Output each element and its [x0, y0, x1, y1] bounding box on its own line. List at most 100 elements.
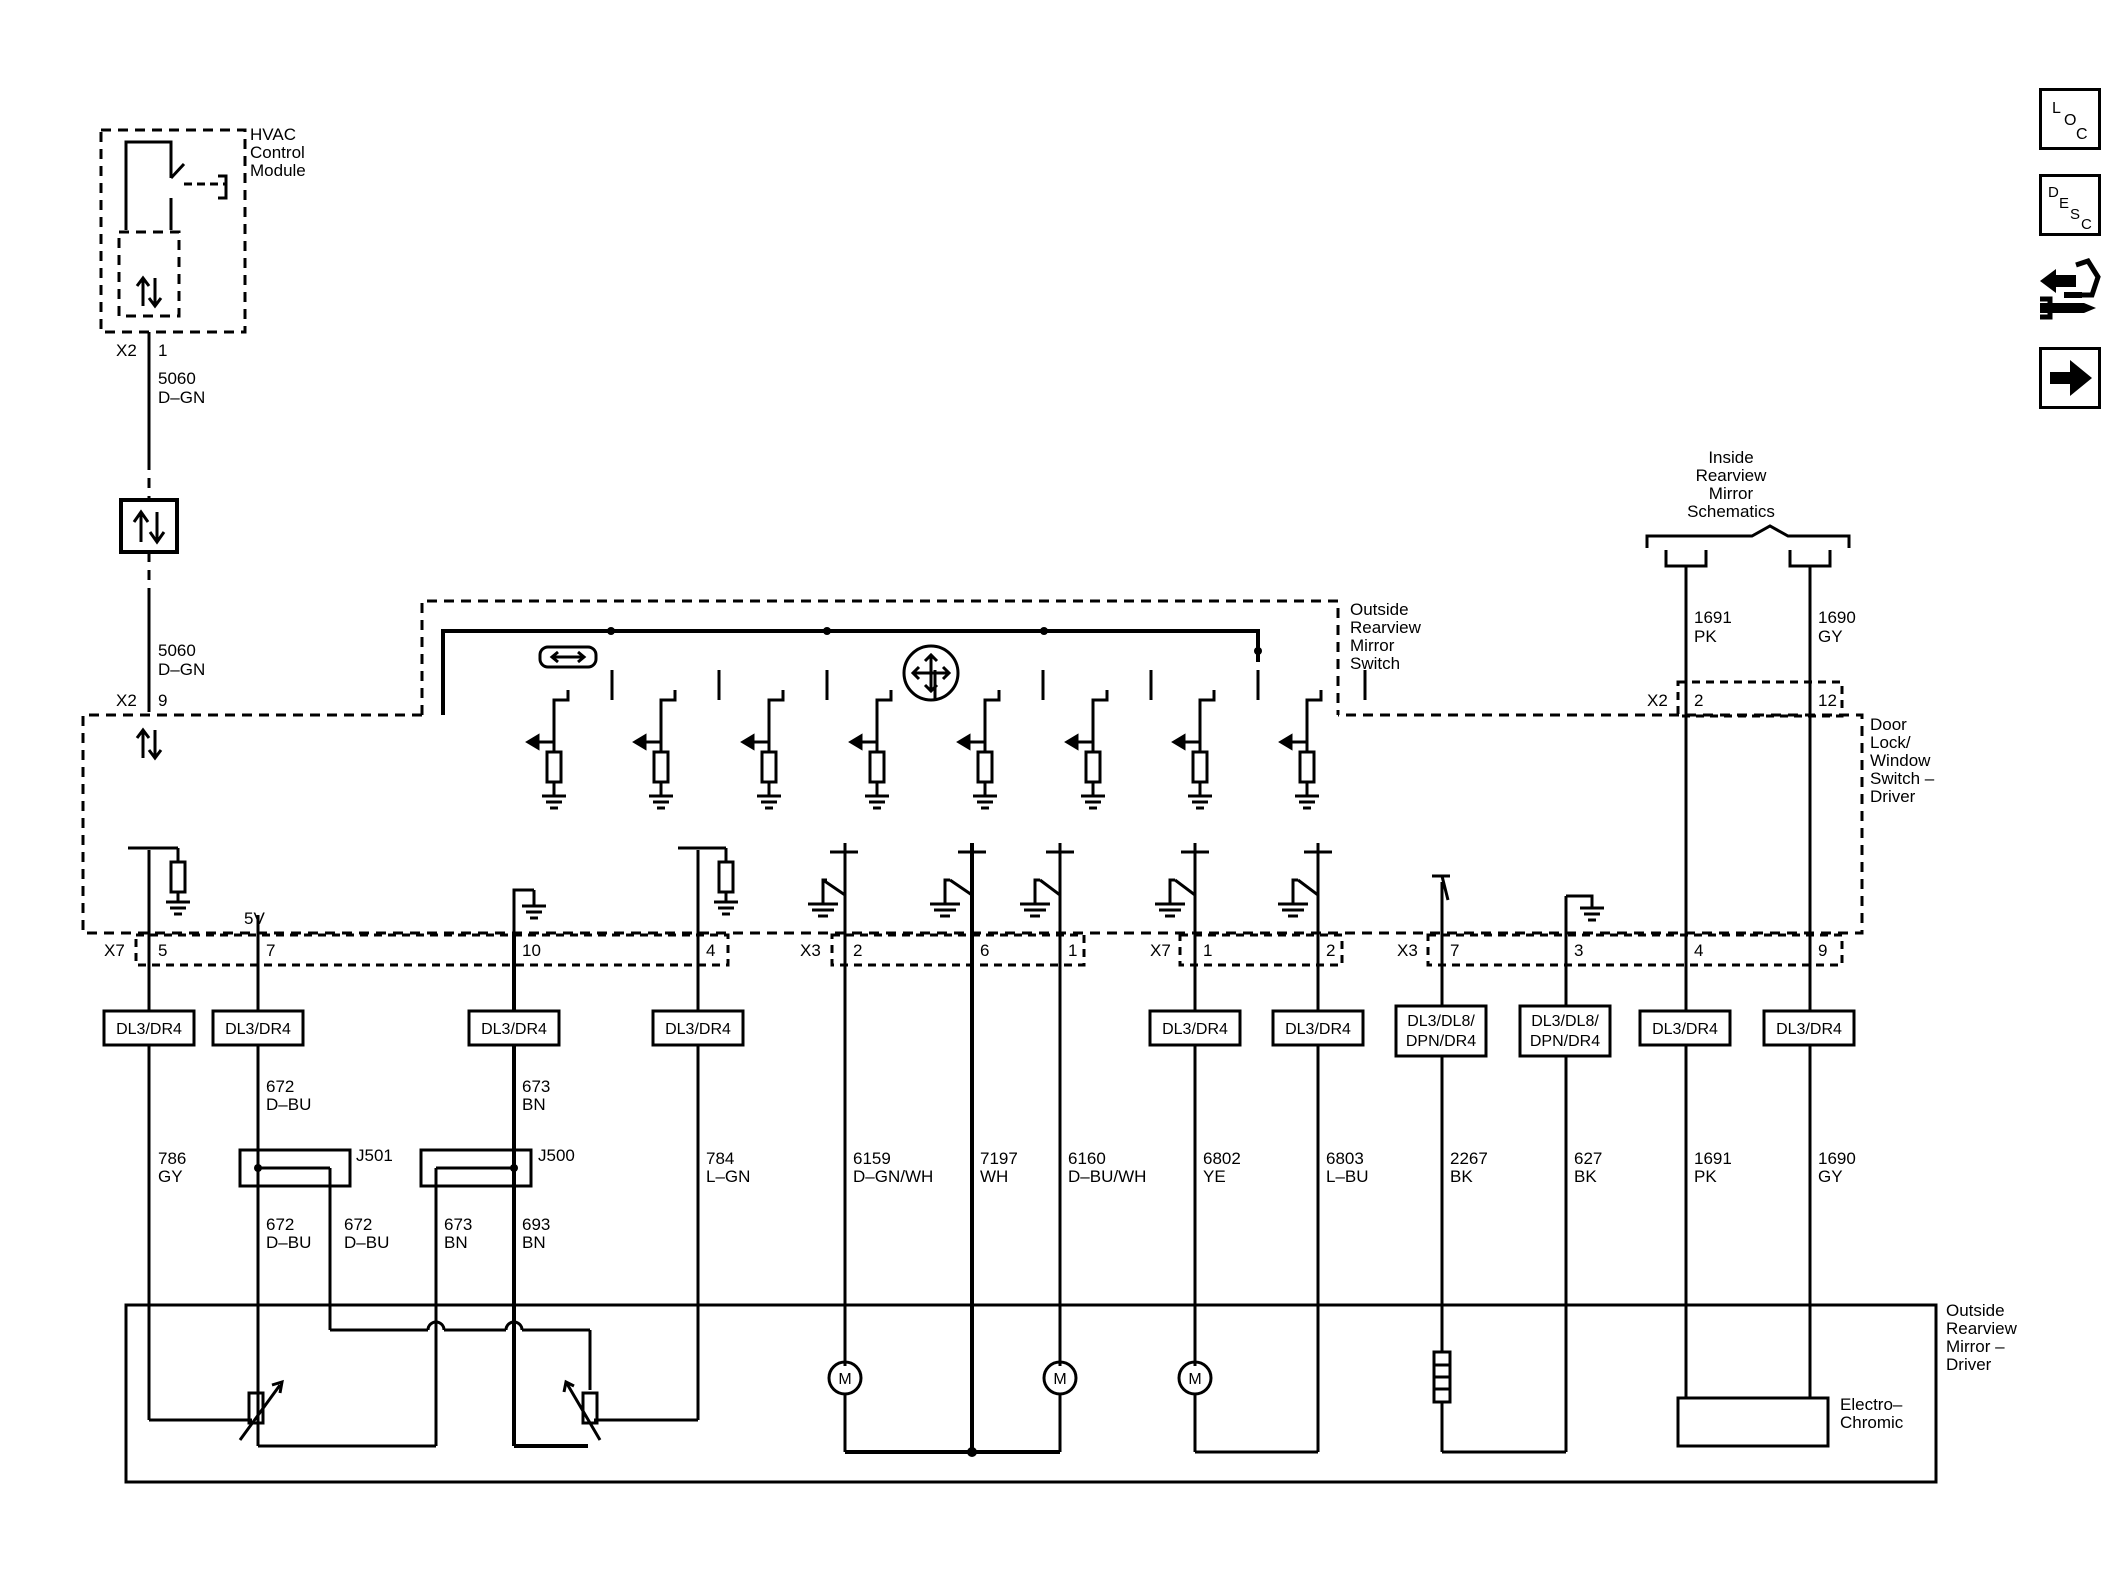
- svg-text:C: C: [2076, 126, 2088, 143]
- wire-1691a-color: PK: [1694, 627, 1717, 646]
- door-pin-12: 12: [1818, 691, 1837, 710]
- door-switch-label-2: Lock/: [1870, 733, 1911, 752]
- mirror-switch-label-1: Outside: [1350, 600, 1409, 619]
- option-label-1: DL3/DR4: [116, 1021, 182, 1038]
- option-box-3: [467, 1009, 561, 1047]
- electrochromic-label-1: Electro–: [1840, 1395, 1903, 1414]
- wire-2267-num: 2267: [1450, 1149, 1488, 1168]
- option-label-4: DL3/DR4: [665, 1021, 731, 1038]
- pin-5: 5: [158, 941, 167, 960]
- next-page-button[interactable]: [2039, 347, 2101, 409]
- option-label-7b: DPN/DR4: [1406, 1033, 1476, 1050]
- five-volt-label: 5V: [244, 909, 265, 928]
- wire-1690a-color: GY: [1818, 627, 1843, 646]
- x7-label-b: X7: [1150, 941, 1171, 960]
- door-switch-motor-contacts: [808, 843, 1332, 918]
- switch-cell-1: [525, 670, 614, 810]
- outside-mirror-label-4: Driver: [1946, 1355, 1992, 1374]
- loc-button[interactable]: L O C: [2039, 88, 2101, 150]
- arrow-right-icon: [2050, 360, 2092, 396]
- wire-786-num: 786: [158, 1149, 186, 1168]
- inside-mirror-label-4: Schematics: [1687, 502, 1775, 521]
- outside-mirror-label-3: Mirror –: [1946, 1337, 2005, 1356]
- mirror-switch-label-2: Rearview: [1350, 618, 1422, 637]
- hvac-label-3: Module: [250, 161, 306, 180]
- wire-1690a-num: 1690: [1818, 608, 1856, 627]
- electrochromic-element: [1676, 1396, 1830, 1448]
- wire-6802-num: 6802: [1203, 1149, 1241, 1168]
- svg-text:S: S: [2070, 206, 2080, 223]
- loc-icon: L O C: [2052, 100, 2088, 143]
- hvac-label-1: HVAC: [250, 125, 296, 144]
- inside-mirror-label-3: Mirror: [1709, 484, 1754, 503]
- option-label-8b: DPN/DR4: [1530, 1033, 1600, 1050]
- option-label-3: DL3/DR4: [481, 1021, 547, 1038]
- option-box-2: [211, 1009, 305, 1047]
- motor-label-1: M: [838, 1371, 851, 1388]
- door-switch-label-4: Switch –: [1870, 769, 1935, 788]
- connector-end-view-button[interactable]: [2036, 255, 2102, 333]
- hvac-module-outline: [99, 128, 247, 334]
- wire-6159-color: D–GN/WH: [853, 1167, 933, 1186]
- mirror-switch-label-3: Mirror: [1350, 636, 1395, 655]
- wire-672b-color: D–BU: [266, 1233, 311, 1252]
- switch-cell-7: [1171, 670, 1260, 810]
- pin-2b: 2: [1326, 941, 1335, 960]
- hvac-pin: 1: [158, 341, 167, 360]
- mirror-switch-label-4: Switch: [1350, 654, 1400, 673]
- wire-1691b-num: 1691: [1694, 1149, 1732, 1168]
- switch-cell-5: [956, 670, 1045, 810]
- pin-7b: 7: [1450, 941, 1459, 960]
- option-label-9: DL3/DR4: [1652, 1021, 1718, 1038]
- switch-cell-6: [1064, 670, 1153, 810]
- switch-cell-4: [848, 670, 937, 810]
- inside-mirror-label-1: Inside: [1708, 448, 1753, 467]
- pin-9b: 9: [1818, 941, 1827, 960]
- option-box-9: [1638, 1009, 1732, 1047]
- mirror-switch-contacts: [525, 670, 1367, 810]
- electrochromic-label-2: Chromic: [1840, 1413, 1904, 1432]
- wire-7197-color: WH: [980, 1167, 1008, 1186]
- wire-6803-color: L–BU: [1326, 1167, 1369, 1186]
- outside-mirror-outline: [124, 1303, 1938, 1484]
- wire-6803-num: 6803: [1326, 1149, 1364, 1168]
- wire-673b-num: 673: [444, 1215, 472, 1234]
- option-label-5: DL3/DR4: [1162, 1021, 1228, 1038]
- splice-j500: [419, 1148, 533, 1188]
- wire-6159-num: 6159: [853, 1149, 891, 1168]
- switch-cell-2: [632, 670, 721, 810]
- switch-cell-8: [1278, 670, 1367, 810]
- wire-693-num: 693: [522, 1215, 550, 1234]
- outside-mirror-label-2: Rearview: [1946, 1319, 2018, 1338]
- option-label-10: DL3/DR4: [1776, 1021, 1842, 1038]
- pin-4b: 4: [1694, 941, 1703, 960]
- wire-1690b-color: GY: [1818, 1167, 1843, 1186]
- wire-7197-num: 7197: [980, 1149, 1018, 1168]
- option-box-6: [1271, 1009, 1365, 1047]
- wire-673b-color: BN: [444, 1233, 468, 1252]
- outside-mirror-label-1: Outside: [1946, 1301, 2005, 1320]
- desc-button[interactable]: D E S C: [2039, 174, 2101, 236]
- svg-text:E: E: [2059, 195, 2069, 212]
- option-box-5: [1148, 1009, 1242, 1047]
- option-label-7a: DL3/DL8/: [1407, 1013, 1475, 1030]
- pin-3: 3: [1574, 941, 1583, 960]
- svg-text:O: O: [2064, 112, 2076, 129]
- wire-1691a-num: 1691: [1694, 608, 1732, 627]
- wire-1691b-color: PK: [1694, 1167, 1717, 1186]
- door-switch-label-5: Driver: [1870, 787, 1916, 806]
- wire-6160-color: D–BU/WH: [1068, 1167, 1146, 1186]
- splice-j500-label: J500: [538, 1146, 575, 1165]
- wire-5060a-color: D–GN: [158, 388, 205, 407]
- pin-4: 4: [706, 941, 715, 960]
- hvac-x2: X2: [116, 341, 137, 360]
- wire-673a-color: BN: [522, 1095, 546, 1114]
- hvac-label-2: Control: [250, 143, 305, 162]
- svg-text:C: C: [2081, 216, 2092, 233]
- option-box-7: [1394, 1004, 1488, 1058]
- svg-text:D: D: [2048, 184, 2059, 201]
- pin-6: 6: [980, 941, 989, 960]
- pin-1b: 1: [1203, 941, 1212, 960]
- door-x2-left: X2: [116, 691, 137, 710]
